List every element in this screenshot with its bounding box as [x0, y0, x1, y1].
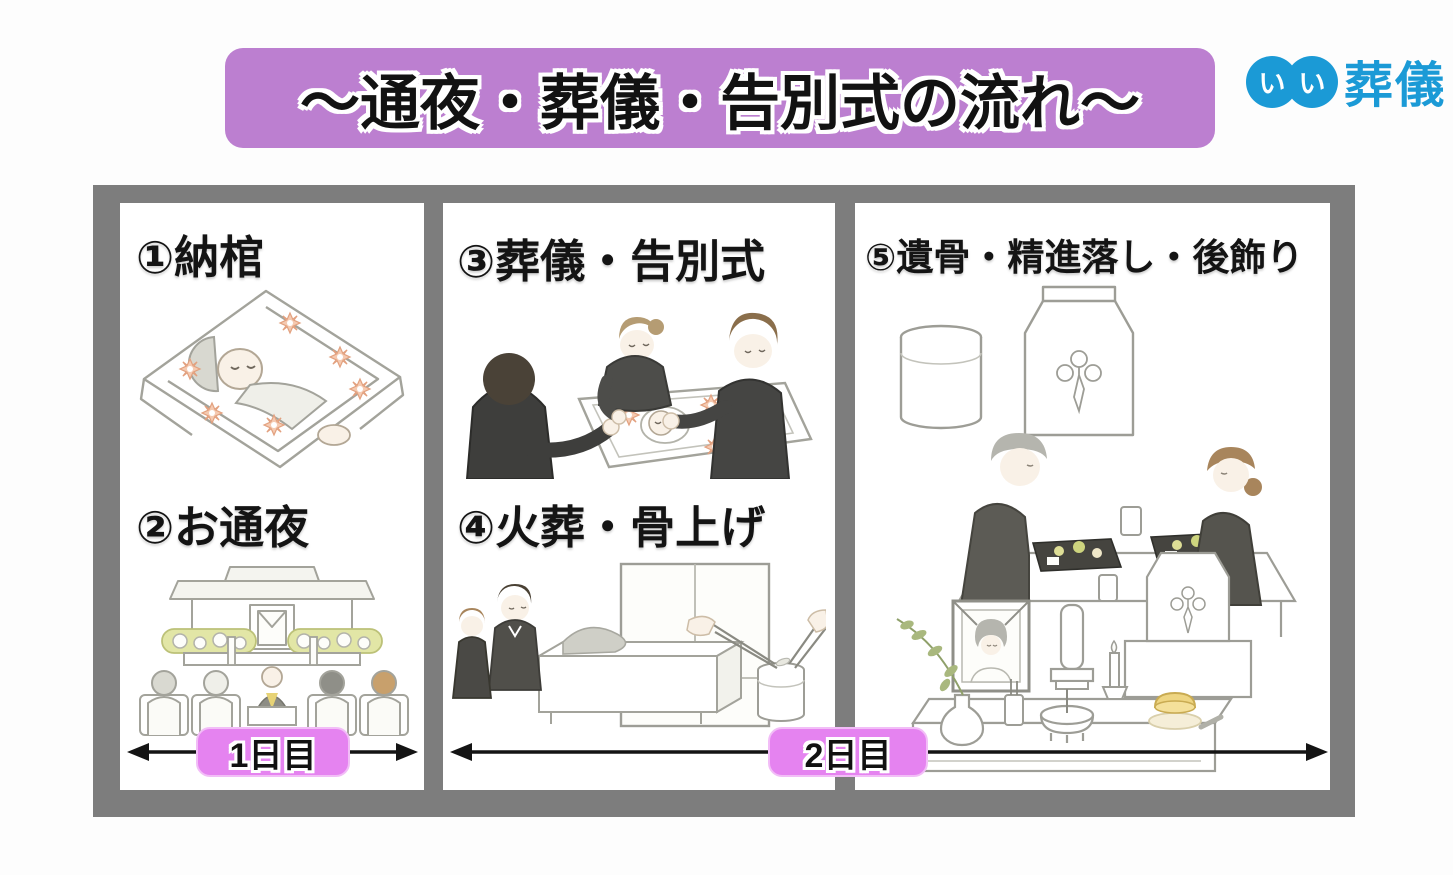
- casket-illustration: [139, 289, 405, 469]
- after-ceremony-illustration: [896, 285, 1297, 773]
- panel-day2-funeral: ③葬儀・告別式: [443, 203, 835, 790]
- funeral-illustration: [465, 312, 813, 479]
- title-banner: ～通夜・葬儀・告別式の流れ～: [225, 48, 1215, 148]
- step-1-heading: ①納棺: [136, 232, 265, 283]
- day1-label: 1日目: [196, 727, 350, 777]
- step-2-heading: ②お通夜: [136, 502, 310, 553]
- iisogi-logo: い い 葬儀: [1246, 46, 1446, 117]
- page-title: ～通夜・葬儀・告別式の流れ～: [300, 69, 1140, 137]
- step-5-heading: ⑤遺骨・精進落し・後飾り: [865, 237, 1304, 278]
- panel-day1: ①納棺: [120, 203, 424, 790]
- panel-day2-after: ⑤遺骨・精進落し・後飾り: [855, 203, 1330, 790]
- cremation-illustration: [451, 562, 826, 728]
- step-4-heading: ④火葬・骨上げ: [457, 502, 766, 553]
- timeline-frame: ①納棺: [93, 185, 1355, 817]
- day2-label: 2日目: [768, 727, 928, 777]
- logo-bubbles-icon: い い: [1246, 55, 1338, 108]
- logo-text: 葬儀: [1344, 59, 1447, 113]
- step-3-heading: ③葬儀・告別式: [457, 236, 766, 287]
- wake-illustration: [139, 566, 409, 736]
- logo-bubble-char: い: [1286, 55, 1338, 108]
